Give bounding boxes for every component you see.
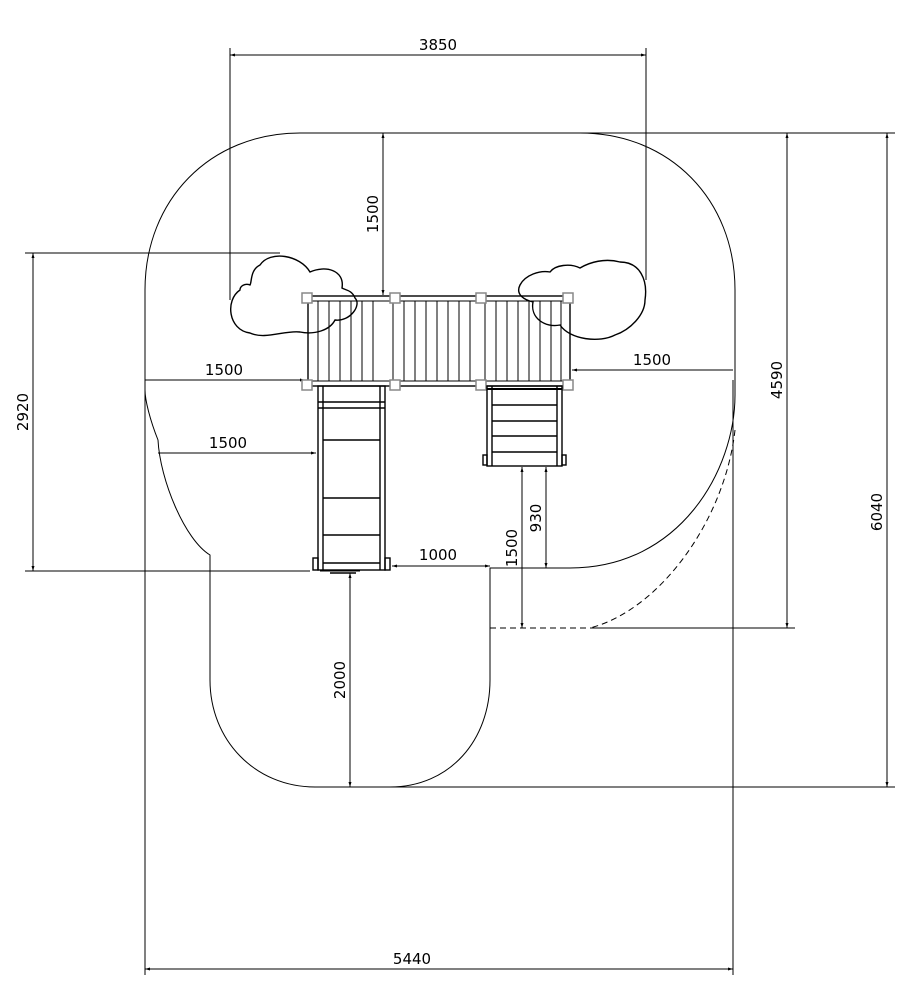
dim-slide-run-out: 2000 [331, 661, 349, 699]
dim-left-clearance-upper: 1500 [205, 361, 243, 379]
dim-right-clearance: 1500 [633, 351, 671, 369]
dim-right-height: 4590 [768, 361, 786, 399]
cloud-roof-right [518, 259, 647, 340]
posts [301, 292, 574, 391]
play-tower-deck [307, 295, 571, 387]
cloud-roof-left [230, 255, 358, 337]
dimension-labels: 3850 1500 2920 1500 1500 1500 4590 6040 … [14, 36, 886, 968]
slide [312, 385, 391, 574]
dim-step-clearance: 1500 [503, 529, 521, 567]
dim-ladder-clearance: 930 [527, 504, 545, 533]
dim-total-height: 6040 [868, 493, 886, 531]
dim-left-height: 2920 [14, 393, 32, 431]
ladder [482, 385, 567, 467]
dim-slide-side-gap: 1000 [419, 546, 457, 564]
safety-zone-dashed [490, 429, 736, 629]
extension-lines [25, 48, 895, 975]
dimension-lines [31, 53, 889, 971]
dim-top-clearance: 1500 [364, 195, 382, 233]
dim-left-clearance-slide: 1500 [209, 434, 247, 452]
dim-top-width: 3850 [419, 36, 457, 54]
dim-total-width: 5440 [393, 950, 431, 968]
